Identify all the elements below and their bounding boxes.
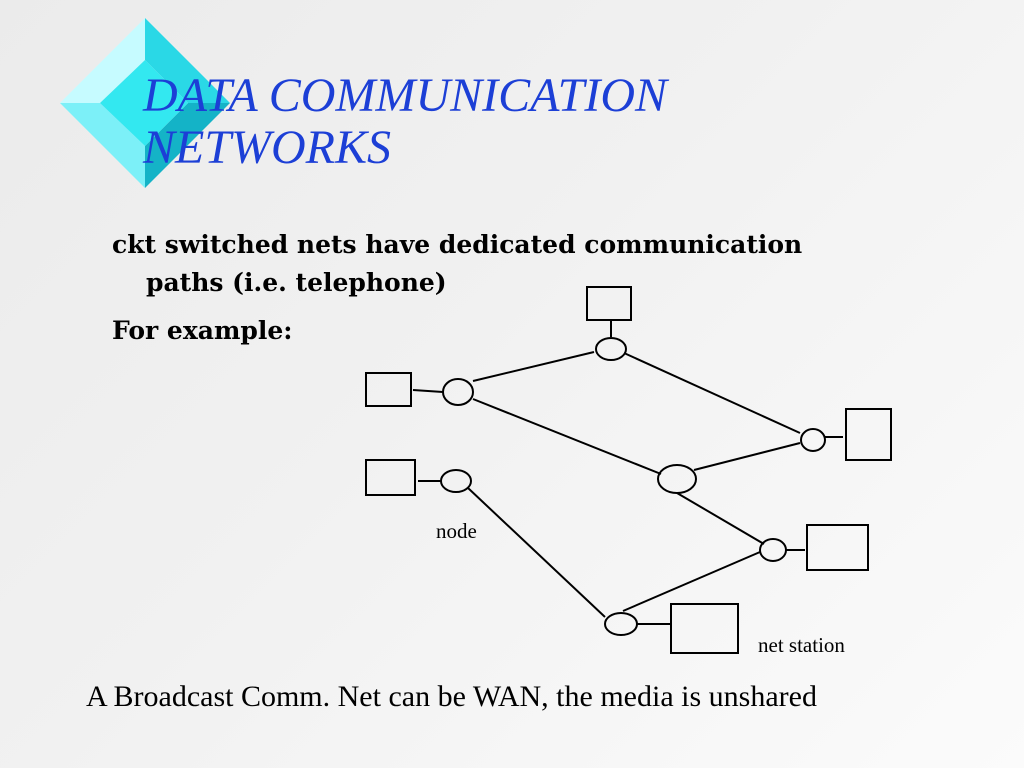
node-n1 bbox=[442, 378, 474, 406]
net-station-bottom bbox=[670, 603, 739, 654]
net-station-right-upper bbox=[845, 408, 892, 461]
diamond-face-bottom-left bbox=[60, 103, 145, 188]
title-line-2: NETWORKS bbox=[143, 121, 392, 174]
node-n5 bbox=[759, 538, 787, 562]
title-line-1: DATA COMMUNICATION bbox=[143, 69, 668, 122]
diamond-face-top-left bbox=[60, 18, 145, 103]
link-n1-n3 bbox=[472, 398, 662, 475]
net-station-label: net station bbox=[758, 633, 845, 657]
net-station-right-lower bbox=[806, 524, 869, 571]
link-n2-n4 bbox=[623, 352, 801, 434]
link-station-left-upper bbox=[412, 389, 444, 393]
net-station-left-upper bbox=[365, 372, 412, 407]
bullet-line-1: ckt switched nets have dedicated communi… bbox=[112, 230, 803, 259]
net-station-top bbox=[586, 286, 632, 321]
net-station-left-lower bbox=[365, 459, 416, 496]
slide-title: DATA COMMUNICATION NETWORKS bbox=[143, 70, 963, 174]
link-n7-n6 bbox=[467, 487, 606, 618]
node-n7 bbox=[440, 469, 472, 493]
node-n6 bbox=[604, 612, 638, 636]
link-n3-n5 bbox=[676, 492, 765, 545]
node-label: node bbox=[436, 519, 477, 543]
diamond-decoration bbox=[60, 18, 230, 188]
node-n4 bbox=[800, 428, 826, 452]
node-n2 bbox=[595, 337, 627, 361]
diamond-face-top-right bbox=[145, 18, 230, 103]
bullet-line-3: For example: bbox=[112, 316, 293, 345]
node-n3 bbox=[657, 464, 697, 494]
footer-caption: A Broadcast Comm. Net can be WAN, the me… bbox=[86, 680, 817, 713]
link-n1-n2 bbox=[472, 351, 595, 382]
link-n3-n4 bbox=[693, 442, 801, 471]
link-n5-n6 bbox=[622, 551, 761, 612]
bullet-list: ckt switched nets have dedicated communi… bbox=[112, 226, 912, 350]
diamond-center bbox=[100, 60, 188, 146]
diamond-face-bottom-right bbox=[145, 103, 230, 188]
bullet-line-2: paths (i.e. telephone) bbox=[146, 268, 447, 297]
